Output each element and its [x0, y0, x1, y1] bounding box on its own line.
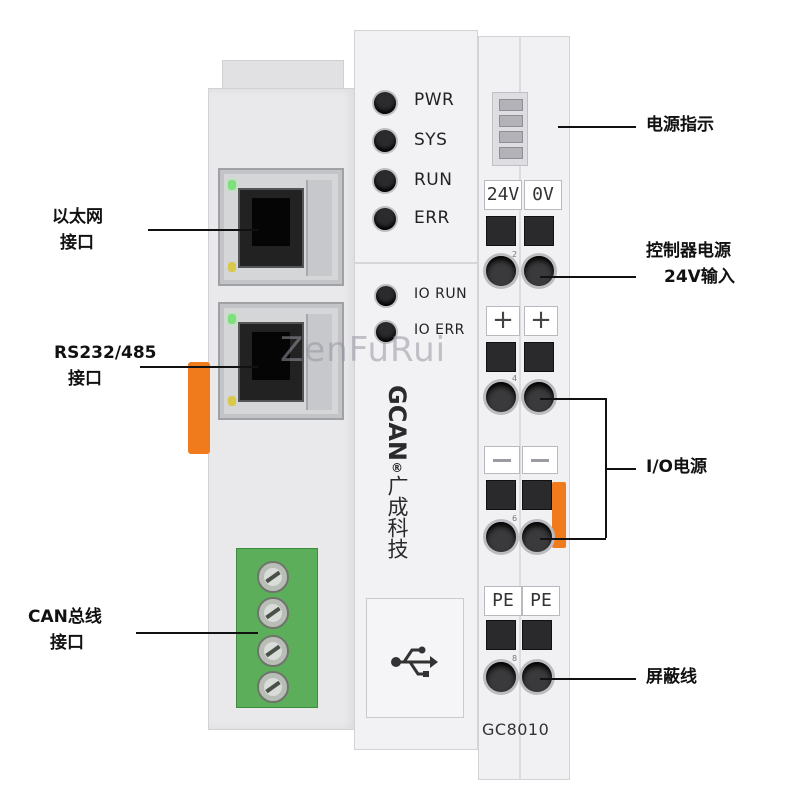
terminal-release-slot[interactable]: [524, 342, 554, 372]
brand-logo: GCAN®广成科技: [382, 385, 412, 585]
terminal-pe-shield[interactable]: [522, 662, 552, 692]
terminal-0v-input[interactable]: [524, 256, 554, 286]
callout-line-power-indicator: [558, 126, 636, 128]
ethernet-activity-led: [228, 262, 236, 272]
callout-line-ethernet: [148, 229, 258, 231]
terminal-number: 6: [512, 514, 518, 523]
terminal-release-slot[interactable]: [486, 216, 516, 246]
terminal-release-slot[interactable]: [522, 620, 552, 650]
callout-power-indicator: 电源指示: [646, 115, 714, 135]
terminal-number: 8: [512, 654, 518, 663]
can-terminal-block[interactable]: [236, 548, 318, 708]
terminal-number: 4: [512, 374, 518, 383]
serial-shield: [306, 314, 332, 410]
terminal-orange-marker: [552, 482, 566, 548]
terminal-io-power-minus[interactable]: [522, 522, 552, 552]
terminal-release-slot[interactable]: [486, 480, 516, 510]
ethernet-shield: [306, 180, 332, 276]
sys-label: SYS: [414, 130, 448, 150]
callout-controller-power: 控制器电源 24V输入: [646, 241, 735, 287]
io-err-label: IO ERR: [414, 322, 465, 338]
callout-line-serial: [140, 366, 258, 368]
io-err-led: [376, 322, 396, 342]
terminal-24v-input[interactable]: [486, 256, 516, 286]
terminal-label-pe: PE: [522, 586, 560, 616]
terminal-io-power-plus[interactable]: [524, 382, 554, 412]
callout-line-controller-power: [540, 276, 636, 278]
can-screw-3[interactable]: [257, 635, 289, 667]
can-screw-1[interactable]: [257, 561, 289, 593]
err-led: [374, 208, 396, 230]
callout-line-io-power-vertical: [605, 398, 607, 538]
terminal-pe-shield[interactable]: [486, 662, 516, 692]
terminal-divider: [519, 36, 521, 780]
run-led: [374, 170, 396, 192]
callout-io-power: I/O电源: [646, 457, 707, 477]
pwr-label: PWR: [414, 90, 455, 110]
panel-divider: [354, 262, 478, 264]
brand-name: 广成科技: [385, 474, 409, 559]
ethernet-port[interactable]: [218, 168, 344, 286]
terminal-release-slot[interactable]: [486, 620, 516, 650]
pwr-led: [374, 92, 396, 114]
usb-icon: [390, 638, 438, 694]
ethernet-link-led: [228, 180, 236, 190]
callout-line-shield: [540, 678, 636, 680]
din-rail-release-tab[interactable]: [188, 362, 210, 454]
callout-can: CAN总线 接口: [28, 607, 102, 653]
io-run-led: [376, 286, 396, 306]
terminal-flat-tab: [484, 446, 520, 474]
brand-logo-text: GCAN: [383, 385, 411, 461]
terminal-release-slot[interactable]: [524, 216, 554, 246]
can-screw-2[interactable]: [257, 597, 289, 629]
terminal-number: 2: [512, 250, 518, 259]
brand-registered-mark: ®: [390, 460, 404, 475]
serial-socket: [238, 322, 304, 402]
terminal-release-slot[interactable]: [522, 480, 552, 510]
terminal-label-pe: PE: [484, 586, 522, 616]
run-label: RUN: [414, 170, 453, 190]
power-indicator-window: [492, 92, 528, 166]
left-housing-top: [222, 60, 344, 92]
terminal-label-0v: 0V: [524, 180, 562, 210]
can-screw-4[interactable]: [257, 671, 289, 703]
terminal-plus-tab: +: [524, 306, 558, 336]
serial-activity-led: [228, 396, 236, 406]
serial-port[interactable]: [218, 302, 344, 420]
callout-line-io-power: [606, 468, 636, 470]
ethernet-socket: [238, 188, 304, 268]
terminal-release-slot[interactable]: [486, 342, 516, 372]
terminal-label-24v: 24V: [484, 180, 522, 210]
watermark: ZenFuRui: [280, 330, 447, 370]
terminal-flat-tab: [522, 446, 558, 474]
terminal-io-power-minus[interactable]: [486, 522, 516, 552]
callout-serial: RS232/485 接口: [54, 343, 157, 389]
err-label: ERR: [414, 208, 450, 228]
io-run-label: IO RUN: [414, 286, 468, 302]
callout-line-can: [136, 632, 258, 634]
callout-ethernet: 以太网 接口: [52, 207, 103, 253]
callout-line-io-power-bottom: [540, 538, 606, 540]
usb-port[interactable]: [366, 598, 464, 718]
serial-link-led: [228, 314, 236, 324]
callout-line-io-power-top: [540, 398, 606, 400]
terminal-plus-tab: +: [486, 306, 520, 336]
sys-led: [374, 130, 396, 152]
model-number: GC8010: [482, 720, 550, 739]
terminal-io-power-plus[interactable]: [486, 382, 516, 412]
callout-shield: 屏蔽线: [646, 667, 697, 687]
